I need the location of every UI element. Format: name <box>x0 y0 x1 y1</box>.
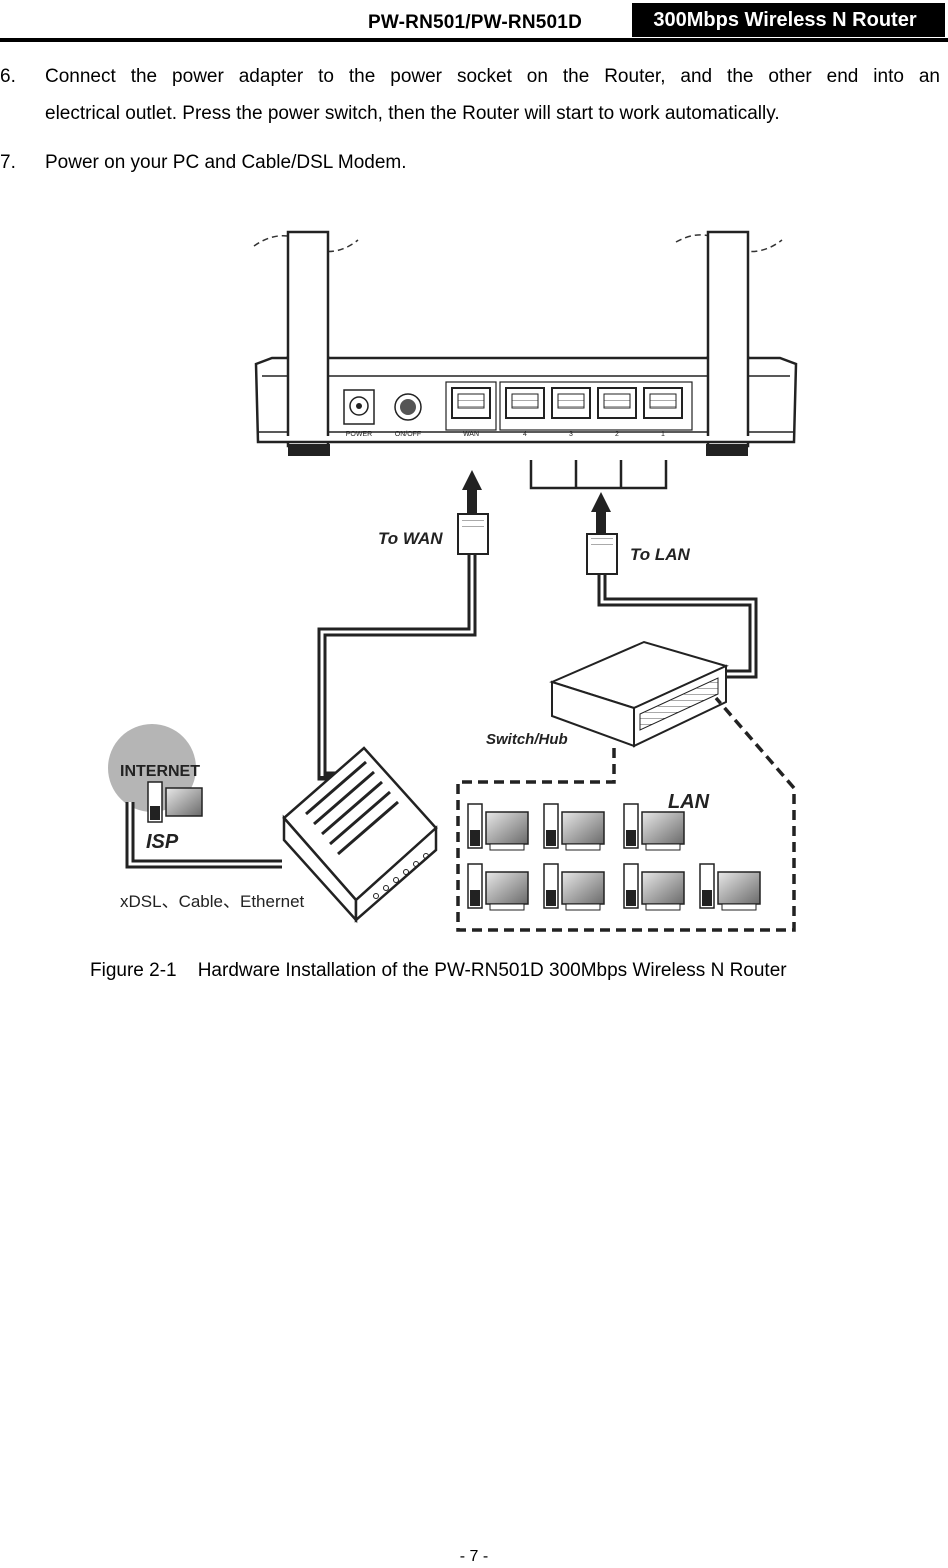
figure-caption: Figure 2-1 Hardware Installation of the … <box>90 960 787 981</box>
wan-arrow-icon <box>462 470 482 490</box>
step-number: 6. <box>0 66 16 87</box>
step-text: Connect the power adapter to the power s… <box>45 58 940 132</box>
isp-cable <box>125 802 282 869</box>
to-wan-label: To WAN <box>378 529 443 548</box>
connection-types-label: xDSL、Cable、Ethernet <box>120 892 305 911</box>
lan-label: LAN <box>668 791 710 813</box>
header-model: PW-RN501/PW-RN501D <box>368 12 582 33</box>
hardware-installation-figure: POWER ON/OFF WAN 4 3 2 1 To WAN <box>96 196 848 944</box>
switch-hub-icon <box>549 640 729 748</box>
port-label-3: 3 <box>569 431 573 438</box>
switch-hub-label: Switch/Hub <box>486 731 568 748</box>
router: POWER ON/OFF WAN 4 3 2 1 <box>254 356 798 456</box>
header-product-tag: 300Mbps Wireless N Router <box>632 3 938 37</box>
step-6: 6. Connect the power adapter to the powe… <box>0 58 948 138</box>
to-lan-label: To LAN <box>630 545 691 564</box>
lan-ports <box>505 387 683 419</box>
modem-icon <box>282 746 438 924</box>
step-text: Power on your PC and Cable/DSL Modem. <box>45 152 407 173</box>
header-rule <box>0 38 948 42</box>
step-7: 7. Power on your PC and Cable/DSL Modem. <box>0 144 948 184</box>
lan-port-bracket <box>529 460 668 490</box>
wan-port <box>451 387 491 419</box>
lan-arrow-icon <box>591 492 611 512</box>
port-label-wan: WAN <box>463 431 479 438</box>
step-text-line-1: Connect the power adapter to the power s… <box>45 66 940 87</box>
lan-dashed-boundary <box>456 696 796 932</box>
step-text-line-2: electrical outlet. Press the power switc… <box>45 103 780 124</box>
lan-computers <box>467 803 761 911</box>
port-label-4: 4 <box>523 431 527 438</box>
port-label-1: 1 <box>661 431 665 438</box>
header-tag-bar <box>937 3 945 37</box>
page-header: PW-RN501/PW-RN501D 300Mbps Wireless N Ro… <box>0 0 948 42</box>
page-number: - 7 - <box>459 1548 489 1565</box>
internet-cloud-icon <box>108 724 203 823</box>
internet-label: INTERNET <box>120 763 200 780</box>
port-label-power: POWER <box>346 431 372 438</box>
lan-cable <box>586 492 758 679</box>
wan-cable <box>317 470 489 781</box>
installation-diagram: POWER ON/OFF WAN 4 3 2 1 To WAN <box>108 230 798 932</box>
step-number: 7. <box>0 152 16 173</box>
port-label-2: 2 <box>615 431 619 438</box>
isp-label: ISP <box>146 831 179 853</box>
port-label-onoff: ON/OFF <box>395 431 421 438</box>
